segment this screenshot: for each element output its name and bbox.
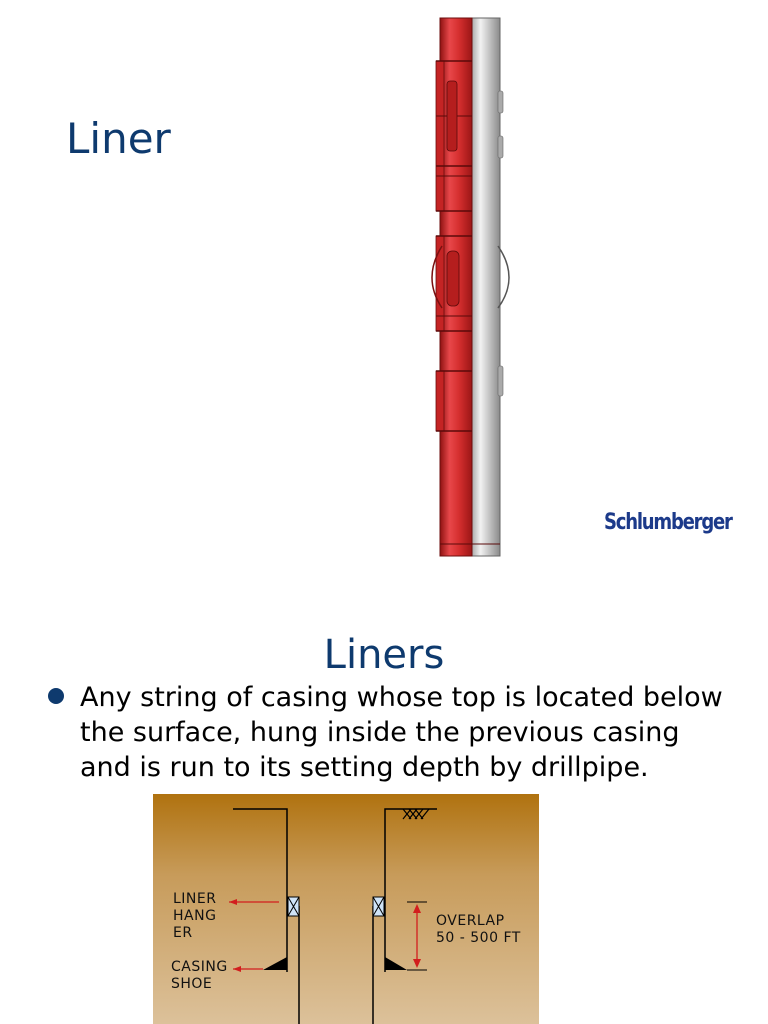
slide-liners: Liners Any string of casing whose top is… [0, 580, 768, 1024]
liner-hanger-tool-illustration [420, 16, 510, 558]
bullet-icon [48, 688, 64, 704]
slide-title: Liner [66, 114, 171, 163]
overlap-down-arrow-icon [413, 959, 421, 968]
hanger-pointer-arrow-icon [229, 899, 237, 905]
wellbore-schematic [229, 808, 437, 1024]
bullet-list: Any string of casing whose top is locate… [46, 680, 726, 785]
casing-shoe-right-icon [385, 957, 407, 970]
overlap-label: OVERLAP 50 - 500 FT [436, 913, 521, 946]
slide-title: Liners [323, 632, 445, 678]
schlumberger-logo: Schlumberger [604, 510, 733, 535]
casing-right-wall [384, 808, 437, 972]
casing-left-wall [233, 808, 288, 972]
bullet-item: Any string of casing whose top is locate… [46, 680, 726, 785]
casing-shoe-label: CASING SHOE [171, 959, 228, 992]
wellhead-hatch-icon [402, 808, 430, 820]
liner-tool-drawing [431, 17, 510, 557]
overlap-up-arrow-icon [413, 904, 421, 913]
shoe-pointer-arrow-icon [233, 966, 241, 972]
liner-hanger-label: LINER HANG ER [173, 891, 217, 941]
bullet-text: Any string of casing whose top is locate… [80, 682, 723, 783]
liner-hanger-left-icon [287, 896, 300, 917]
slide-liner: Liner [66, 16, 733, 558]
liner-hanger-right-icon [372, 896, 385, 917]
casing-shoe-left-icon [263, 957, 287, 970]
liner-overlap-diagram: LINER HANG ER CASING SHOE OVERLAP 50 - 5… [153, 794, 539, 1024]
